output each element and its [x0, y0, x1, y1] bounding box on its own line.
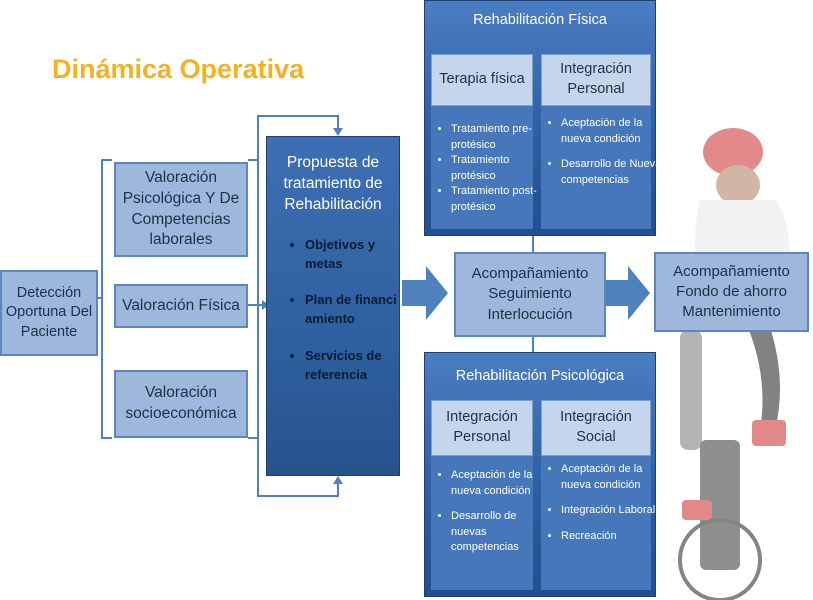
rehab-fisica-panel: Rehabilitación Física Terapia física Tra… [424, 0, 667, 236]
integracion-personal-head-label: Integración Personal [560, 61, 632, 97]
terapia-fisica-list: Tratamiento pre-protésico Tratamiento pr… [433, 122, 547, 216]
top-loop [257, 115, 339, 160]
list-item: Tratamiento pre-protésico [451, 122, 547, 153]
propuesta-item: Servicios de referencia [305, 347, 399, 385]
terapia-fisica-col: Terapia física Tratamiento pre-protésico… [431, 54, 537, 229]
rehab-fisica-title: Rehabilitación Física [473, 12, 607, 28]
helmet-shape [703, 128, 763, 176]
prosthetic-leg-shape [680, 330, 702, 450]
terapia-fisica-head: Terapia física [431, 54, 533, 106]
rehab-psicologica-panel: Rehabilitación Psicológica Integración P… [424, 352, 656, 597]
integracion-personal-psico-list: Aceptación de la nueva condición Desarro… [431, 468, 551, 566]
valoracion-psicologica-label: Valoración Psicológica Y De Competencias… [122, 168, 240, 249]
acompanamiento-fondo-box: Acompañamiento Fondo de ahorro Mantenimi… [654, 252, 809, 332]
propuesta-item: Objetivos y metas [305, 236, 399, 274]
valoracion-socioeconomica-label: Valoración socioeconómica [125, 384, 237, 422]
list-item: Tratamiento post-protésico [451, 184, 547, 215]
valoracion-socioeconomica-box: Valoración socioeconómica [114, 370, 248, 438]
bottom-loop [257, 438, 339, 497]
propuesta-list: Objetivos y metas Plan de financiamiento… [267, 236, 399, 385]
block-arrow-1 [402, 266, 448, 320]
valoracion-psicologica-box: Valoración Psicológica Y De Competencias… [114, 162, 248, 257]
head-shape [716, 165, 760, 205]
wheel-shape [678, 518, 762, 600]
leg-shape [740, 300, 780, 430]
list-item: Aceptación de la nueva condición [561, 116, 667, 147]
page-title: Dinámica Operativa [52, 54, 305, 84]
rehab-psicologica-title: Rehabilitación Psicológica [455, 368, 625, 384]
integracion-social-head-label: Integración Social [560, 409, 632, 445]
integracion-personal-fisica-col: Integración Personal Aceptación de la nu… [541, 54, 667, 229]
list-item: Aceptación de la nueva condición [561, 462, 667, 493]
valoracion-fisica-label: Valoración Física [122, 296, 240, 314]
list-item: Desarrollo de nuevas competencias [451, 509, 551, 556]
integracion-personal-list: Aceptación de la nueva condición Desarro… [541, 116, 667, 198]
propuesta-item: Plan de financiamiento [305, 291, 399, 329]
deteccion-box: Detección Oportuna Del Paciente [0, 270, 98, 356]
integracion-social-col: Integración Social Aceptación de la nuev… [541, 400, 655, 590]
list-item: Integración Laboral [561, 503, 667, 519]
block-arrow-2 [606, 266, 650, 320]
acompanamiento-fondo-label: Acompañamiento Fondo de ahorro Mantenimi… [673, 262, 790, 321]
integracion-personal-head: Integración Personal [541, 54, 651, 106]
propuesta-title: Propuesta de tratamiento de Rehabilitaci… [283, 154, 383, 213]
propuesta-box: Propuesta de tratamiento de Rehabilitaci… [266, 136, 400, 476]
deteccion-label: Detección Oportuna Del Paciente [5, 284, 93, 340]
list-item: Tratamiento protésico [451, 153, 547, 184]
list-item: Aceptación de la nueva condición [451, 468, 551, 499]
list-item: Recreación [561, 529, 667, 545]
integracion-personal-psico-col: Integración Personal Aceptación de la nu… [431, 400, 533, 590]
list-item: Desarrollo de Nuevas competencias [561, 157, 667, 188]
integracion-social-head: Integración Social [541, 400, 651, 456]
integracion-social-list: Aceptación de la nueva condición Integra… [541, 462, 667, 554]
bike-frame-shape [700, 440, 740, 570]
terapia-fisica-head-label: Terapia física [439, 71, 525, 88]
valoracion-fisica-box: Valoración Física [114, 284, 248, 328]
integracion-personal-psico-head-label: Integración Personal [446, 409, 518, 445]
acompanamiento-seguimiento-box: Acompañamiento Seguimiento Interlocución [454, 252, 606, 337]
shoe-shape [682, 500, 712, 520]
integracion-personal-psico-head: Integración Personal [431, 400, 533, 456]
acompanamiento-seguimiento-label: Acompañamiento Seguimiento Interlocución [471, 265, 589, 323]
